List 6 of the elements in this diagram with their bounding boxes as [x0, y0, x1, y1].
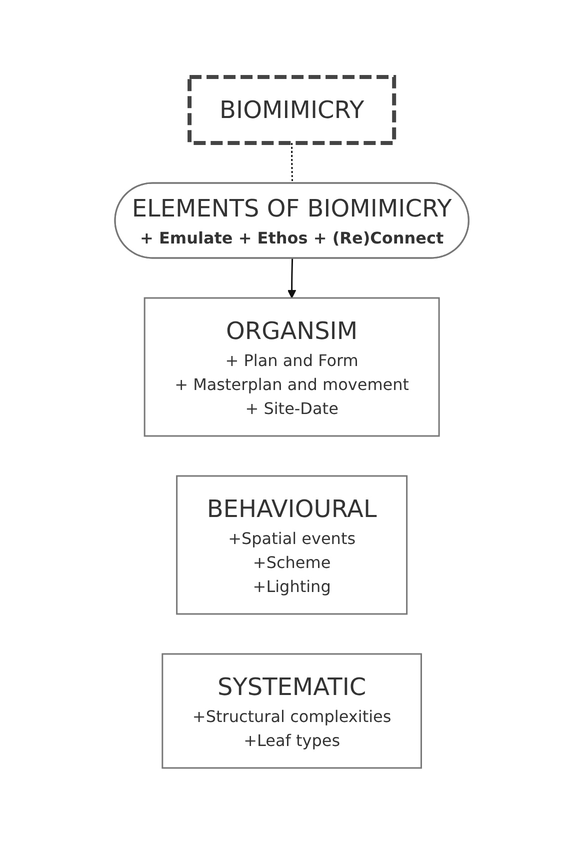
arrow [288, 258, 296, 298]
node-box: ORGANSIM + Plan and Form + Masterplan and movement + Site-Date [144, 297, 440, 437]
node-box: SYSTEMATIC +Structural complexities +Leaf types [162, 653, 422, 769]
node-box: BEHAVIOURAL +Spatial events +Scheme +Lighting [176, 475, 408, 615]
node-box: BIOMIMICRY [188, 75, 396, 145]
connector [291, 143, 294, 184]
